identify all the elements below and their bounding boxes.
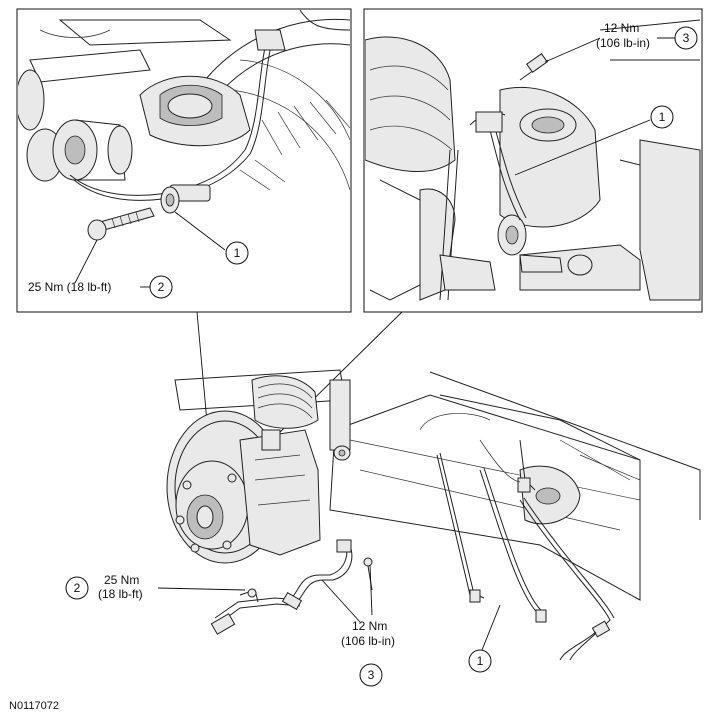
inset-right-artwork — [365, 19, 701, 301]
callout-3-main: 3 — [368, 668, 375, 682]
inset-right: 12 Nm (106 lb-in) 3 1 — [363, 8, 703, 313]
callout-1-inset-left: 1 — [234, 246, 241, 260]
callout-2-main: 2 — [74, 581, 81, 595]
inset-left-artwork — [18, 10, 350, 241]
torque-label-inset-right-line1: 12 Nm — [604, 21, 639, 35]
torque-label-main-bottom-line2: (106 lb-in) — [341, 634, 395, 648]
callout-3-inset-right: 3 — [683, 31, 690, 45]
torque-label-main-bottom-line1: 12 Nm — [352, 619, 387, 633]
torque-label-inset-left: 25 Nm (18 lb-ft) — [28, 280, 111, 294]
torque-label-main-left-line1: 25 Nm — [104, 573, 139, 587]
torque-label-main-left-line2: (18 lb-ft) — [98, 587, 143, 601]
inset-left-pointer — [196, 311, 208, 423]
callout-2-inset-left: 2 — [158, 280, 165, 294]
torque-label-inset-right-line2: (106 lb-in) — [596, 36, 650, 50]
callout-1-main: 1 — [477, 654, 484, 668]
main-view — [166, 369, 701, 661]
figure-id: N0117072 — [9, 700, 59, 712]
callout-1-inset-right: 1 — [659, 110, 666, 124]
inset-left: 1 25 Nm (18 lb-ft) 2 — [16, 8, 352, 313]
